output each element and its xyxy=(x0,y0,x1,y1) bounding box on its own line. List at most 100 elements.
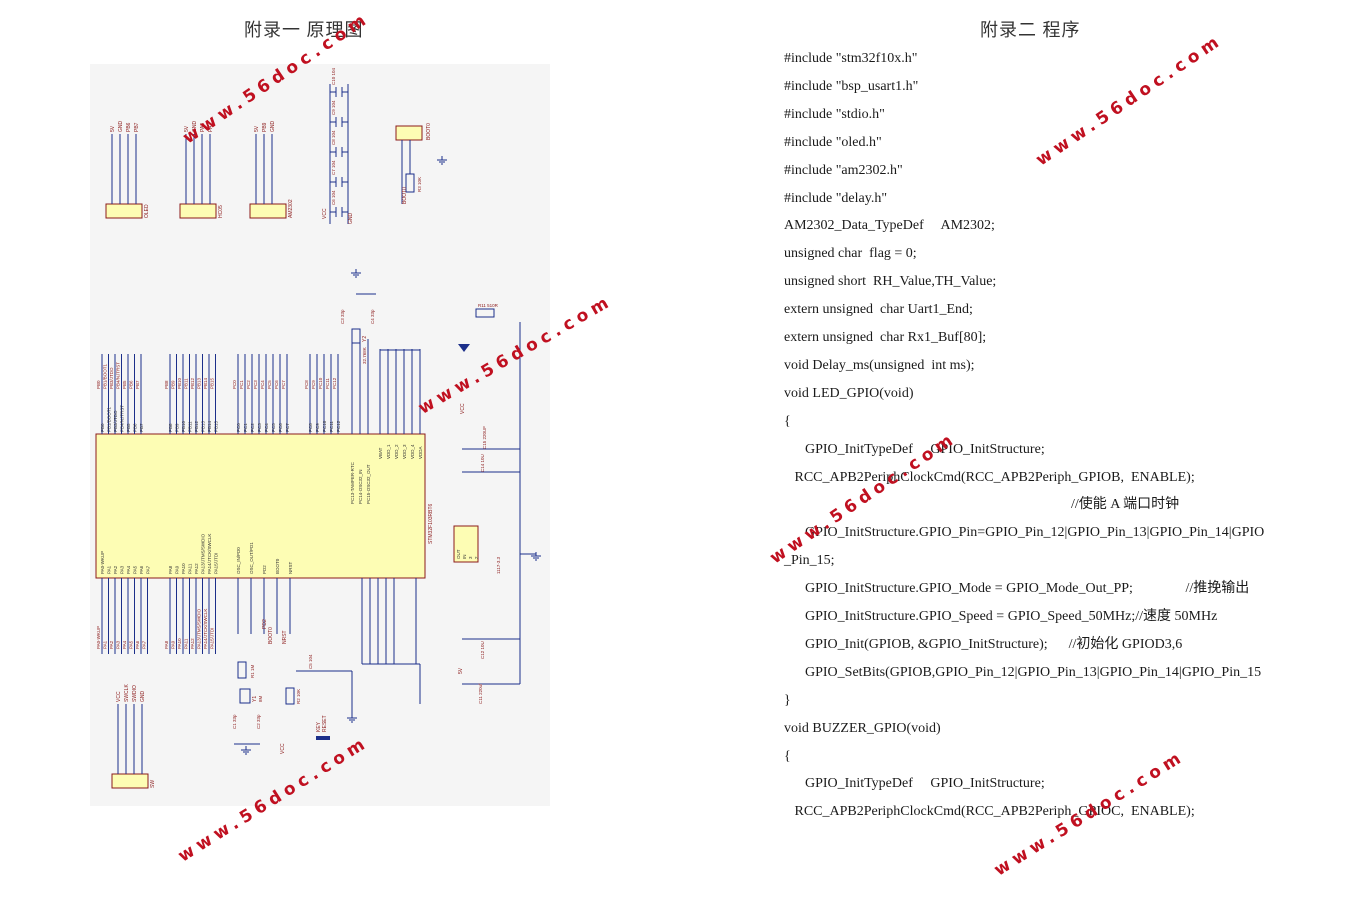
mcu-pin-label: PA8 xyxy=(168,565,173,574)
net-label: PB14 xyxy=(203,377,208,389)
decoupling-cap-label: C10 104 xyxy=(331,67,336,85)
net-label: PA0-WKUP xyxy=(96,626,101,649)
mcu-pin-label: NRST xyxy=(288,561,293,574)
resistor-r11-label: R11 510R xyxy=(478,303,499,308)
net-label: PB4/NJTRST xyxy=(116,362,121,389)
code-line: void BUZZER_GPIO(void) xyxy=(784,720,941,736)
mcu-pin-label: PA10 xyxy=(181,563,186,574)
cap-c1-label: C1 33p xyxy=(232,714,237,729)
crystal-y2-label: Y2 xyxy=(362,336,368,342)
cap-c15-label: C15 220UF xyxy=(482,426,487,449)
cap-c2-label: C2 33p xyxy=(256,714,261,729)
net-label: PB10 xyxy=(177,377,182,389)
mcu-pin-label: PB15 xyxy=(214,420,219,432)
appendix-2-title: 附录二 程序 xyxy=(980,20,1081,40)
reset-key xyxy=(316,736,330,740)
crystal-y1-label: Y1 xyxy=(252,696,258,702)
mcu-pin-label: PA15/JTDI xyxy=(214,553,219,574)
code-line: #include "stm32f10x.h" xyxy=(784,51,918,66)
net-label: PB11 xyxy=(184,378,189,389)
mcu-pin-label: PC14-OSC32_IN xyxy=(358,469,363,504)
mcu-pin-label: PC8 xyxy=(308,423,313,432)
net-label: PC1 xyxy=(239,380,244,389)
net-label: PB15 xyxy=(210,377,215,389)
code-line: { xyxy=(784,748,791,764)
regulator-pin-label: 2 xyxy=(474,556,479,559)
cap-c3-label: C3 33p xyxy=(340,309,345,324)
led-vcc-label: VCC xyxy=(460,403,466,414)
net-label: PB12 xyxy=(190,377,195,389)
pd2-label: PD2 xyxy=(262,619,268,629)
mcu-pin-label: PA13/JTMS/SWDIO xyxy=(201,533,206,574)
resistor-r3-label: R3 10K xyxy=(417,177,422,192)
mcu-pin-label: PB9 xyxy=(175,423,180,432)
connector-pin-label: PB6 xyxy=(126,122,132,132)
resistor-r2 xyxy=(285,687,295,705)
code-line: RCC_APB2PeriphClockCmd(RCC_APB2Periph_GP… xyxy=(784,804,1195,820)
mcu-pin-label: PC2 xyxy=(250,423,255,432)
code-line: void Delay_ms(unsigned int ms); xyxy=(784,357,975,373)
crystal-y2-freq: 32.768K xyxy=(362,347,367,364)
net-label: PC8 xyxy=(304,380,309,389)
cap-c5-label: C5 104 xyxy=(308,654,313,669)
net-label: PB3/JTDO xyxy=(109,367,114,389)
net-label: PC5 xyxy=(267,380,272,389)
mcu-pin-label: PA14/JTCK/SWCLK xyxy=(207,534,212,574)
code-line: GPIO_InitStructure.GPIO_Speed = GPIO_Spe… xyxy=(784,609,1218,624)
code-line: #include "stdio.h" xyxy=(784,106,885,122)
code-line: GPIO_InitStructure.GPIO_Mode = GPIO_Mode… xyxy=(784,581,1250,597)
connector-pin-label: PB9 xyxy=(262,122,268,132)
code-line: GPIO_InitTypeDef GPIO_InitStructure; xyxy=(784,441,1045,457)
mcu-pin-label: PA9 xyxy=(175,565,180,574)
mcu-pin-label: VBAT xyxy=(378,447,383,459)
net-label: PB7 xyxy=(135,380,140,389)
mcu-pin-label: PC12 xyxy=(336,420,341,432)
mcu-pin-label: PA11 xyxy=(188,563,193,574)
connector-am2302 xyxy=(249,203,287,219)
connector-pin-label: 5V xyxy=(254,125,260,132)
boot0-header-label: BOOT0 xyxy=(426,123,432,140)
regulator-pin-label: OUT xyxy=(456,549,461,559)
code-line: } xyxy=(784,692,791,708)
mcu-pin-label: PA2 xyxy=(113,565,118,574)
mcu-pin-label: VDDA xyxy=(418,446,423,459)
mcu-pin-label: PB4/NJTRST xyxy=(120,405,125,432)
reset-key-label: KEY xyxy=(316,721,322,732)
net-label: PC7 xyxy=(281,380,286,389)
mcu-pin-label: PB3/JTDO xyxy=(113,410,118,432)
boot0-net-label: BOOT0 xyxy=(402,187,408,204)
cap-c11-label: C11 220uf xyxy=(478,683,483,704)
mcu-pin-label: OSC_OUT/PD1 xyxy=(249,542,254,574)
mcu-pin-label: PC13-TAMPER-RTC xyxy=(350,461,355,504)
mcu-pin-label: PA4 xyxy=(126,565,131,574)
connector-name: AM2302 xyxy=(288,199,294,218)
connector-pin-label: PA2 xyxy=(200,123,206,132)
mcu-part-label: STM32F103RBT6 xyxy=(428,503,434,544)
net-label: PB0 xyxy=(96,380,101,389)
net-label: PA10 xyxy=(177,638,182,649)
mcu-pin-label: PA7 xyxy=(146,565,151,574)
connector-pin-label: 5V xyxy=(184,125,190,132)
mcu-pin-label: VDD_2 xyxy=(394,444,399,459)
connector-name: HC05 xyxy=(218,205,224,218)
regulator-pin-label: IN xyxy=(462,555,467,560)
code-line: void LED_GPIO(void) xyxy=(784,385,914,401)
mcu-pin-label: PC11 xyxy=(329,421,334,432)
mcu-pin-label: PB5 xyxy=(126,423,131,432)
mcu-pin-label: PC7 xyxy=(285,423,290,432)
code-line: GPIO_InitStructure.GPIO_Pin=GPIO_Pin_12|… xyxy=(784,525,1265,541)
watermark-text: www.56doc.com xyxy=(1032,30,1227,171)
appendix-1-title: 附录一 原理图 xyxy=(244,20,364,40)
connector-pin-label: SWDIO xyxy=(132,685,138,702)
net-label: PA8 xyxy=(164,640,169,649)
net-label: PA6 xyxy=(135,640,140,649)
code-line: #include "am2302.h" xyxy=(784,162,903,178)
decoupling-cap-label: C6 104 xyxy=(331,190,336,205)
net-label: PC3 xyxy=(253,380,258,389)
boot0-label: BOOT0 xyxy=(268,627,274,644)
mcu-pin-label: PC5 xyxy=(271,423,276,432)
mcu-chip xyxy=(95,433,426,579)
net-label: PA5 xyxy=(129,640,134,649)
mcu-pin-label: PA0-WKUP xyxy=(100,551,105,574)
